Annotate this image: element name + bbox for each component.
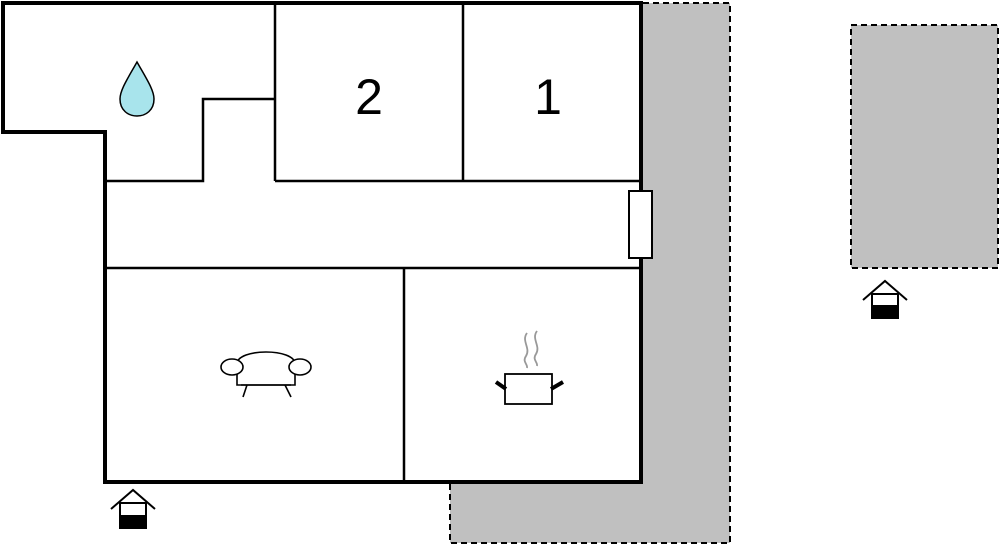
entrance-house-icon xyxy=(110,488,156,529)
water-drop-icon xyxy=(119,60,155,117)
door-icon xyxy=(628,190,653,259)
terrace-area xyxy=(449,2,731,544)
bedroom-1-label: 1 xyxy=(534,69,562,125)
sofa-icon xyxy=(220,351,312,398)
interior-walls xyxy=(105,3,641,482)
entrance-house-icon-annex xyxy=(862,279,908,319)
annex-area xyxy=(850,24,999,269)
outer-wall xyxy=(1,1,643,484)
bedroom-2-label: 2 xyxy=(355,69,383,125)
cooking-pot-icon xyxy=(494,330,565,405)
